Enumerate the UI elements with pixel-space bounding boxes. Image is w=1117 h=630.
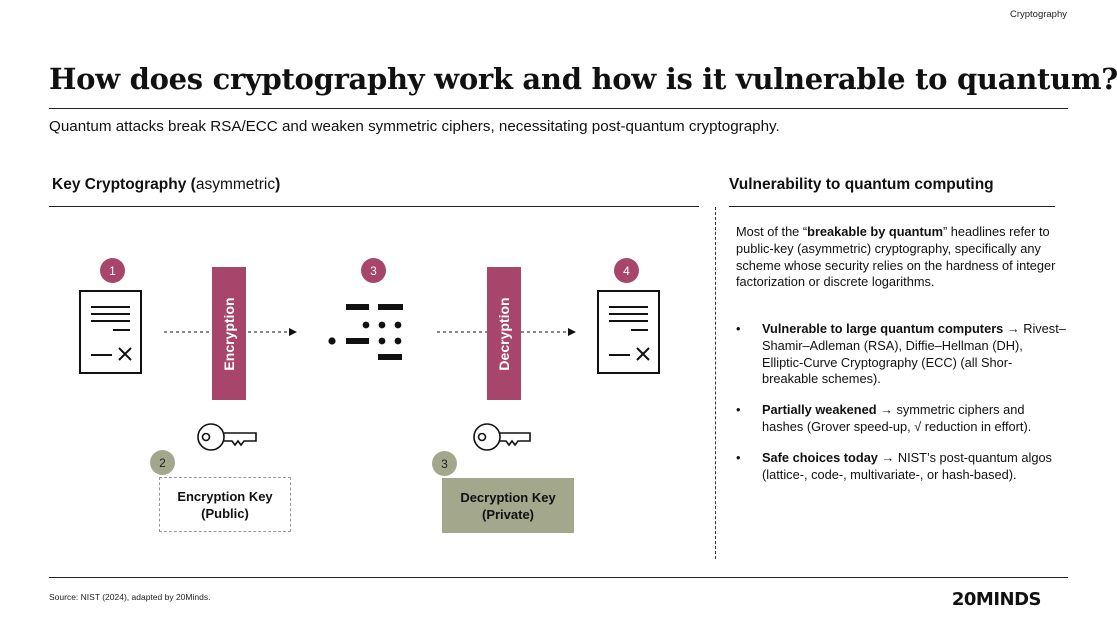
left-section-rule (49, 206, 699, 207)
decrypted-document-icon (597, 290, 660, 374)
step-badge-1: 1 (100, 258, 125, 283)
page-subtitle: Quantum attacks break RSA/ECC and weaken… (49, 118, 780, 135)
vertical-divider (715, 207, 716, 559)
right-section-rule (729, 206, 1055, 207)
private-key-box: Decryption Key(Private) (442, 478, 574, 533)
encryption-bar: Encryption (212, 267, 246, 400)
step-badge-2: 2 (150, 450, 175, 475)
title-rule (49, 108, 1068, 109)
step-badge-3: 3 (361, 258, 386, 283)
footer-rule (49, 577, 1068, 578)
section-heading-vulnerability: Vulnerability to quantum computing (729, 176, 994, 193)
category-tag: Cryptography (1009, 9, 1067, 20)
section-heading-key-cryptography: Key Cryptography (asymmetric) (52, 176, 281, 193)
list-item: Safe choices today → NIST’s post-quantum… (736, 450, 1066, 484)
ciphertext-icon (328, 304, 403, 360)
list-item: Vulnerable to large quantum computers → … (736, 321, 1066, 388)
page-title: How does cryptography work and how is it… (49, 62, 1117, 96)
private-key-icon (473, 423, 531, 451)
public-key-box: Encryption Key(Public) (159, 477, 291, 532)
vulnerability-list: Vulnerable to large quantum computers → … (736, 321, 1066, 497)
plaintext-document-icon (79, 290, 142, 374)
list-item: Partially weakened → symmetric ciphers a… (736, 402, 1066, 436)
public-key-icon (197, 423, 257, 451)
decryption-bar: Decryption (487, 267, 521, 400)
source-note: Source: NIST (2024), adapted by 20Minds. (49, 592, 211, 602)
step-badge-4: 4 (614, 258, 639, 283)
vulnerability-intro: Most of the “breakable by quantum” headl… (736, 224, 1056, 290)
decryption-label: Decryption (496, 296, 512, 371)
brand-logo: 20MINDS (951, 589, 1042, 610)
encryption-label: Encryption (221, 296, 237, 371)
step-badge-3-key: 3 (432, 451, 457, 476)
